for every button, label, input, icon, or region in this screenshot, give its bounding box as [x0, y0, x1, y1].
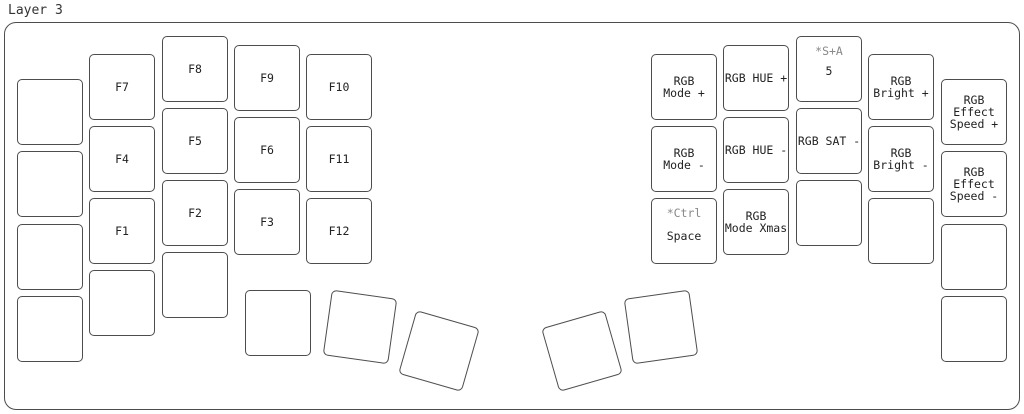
key-rgb-effect-speed-plus-label: RGB Effect Speed +	[949, 93, 999, 131]
key-rgb-effect-speed-minus[interactable]: RGB Effect Speed -	[941, 151, 1007, 217]
key-f2-label: F2	[188, 206, 202, 220]
key-right-thumb-2[interactable]	[623, 289, 699, 365]
key-f3-label: F3	[260, 215, 274, 229]
key-rgb-mode-minus-label: RGB Mode -	[663, 146, 705, 172]
key-rgb-hue-plus[interactable]: RGB HUE +	[723, 45, 789, 111]
key-shift-alt-5-tap-label: 5	[825, 64, 833, 78]
key-f4[interactable]: F4	[89, 126, 155, 192]
key-f12-label: F12	[328, 224, 350, 238]
key-rgb-mode-minus[interactable]: RGB Mode -	[651, 126, 717, 192]
key-f6[interactable]: F6	[234, 117, 300, 183]
key-left-outer-4[interactable]	[17, 296, 83, 362]
key-rgb-bright-minus[interactable]: RGB Bright -	[868, 126, 934, 192]
key-f7[interactable]: F7	[89, 54, 155, 120]
key-rgb-mode-xmas-label: RGB Mode Xmas	[724, 209, 788, 235]
key-left-outer-2[interactable]	[17, 151, 83, 217]
key-ctrl-space[interactable]: *Ctrl Space	[651, 198, 717, 264]
key-rgb-effect-speed-plus[interactable]: RGB Effect Speed +	[941, 79, 1007, 145]
key-shift-alt-5[interactable]: *S+A 5	[796, 36, 862, 102]
key-shift-alt-5-hold-label: *S+A	[815, 44, 843, 58]
key-f1[interactable]: F1	[89, 198, 155, 264]
key-rgb-mode-plus[interactable]: RGB Mode +	[651, 54, 717, 120]
key-f11-label: F11	[328, 152, 350, 166]
key-f2[interactable]: F2	[162, 180, 228, 246]
key-left-thumb-1[interactable]	[245, 290, 311, 356]
key-f4-label: F4	[115, 152, 129, 166]
key-left-ring-bottom[interactable]	[162, 252, 228, 318]
key-rgb-bright-plus[interactable]: RGB Bright +	[868, 54, 934, 120]
key-right-outer-3[interactable]	[941, 224, 1007, 290]
key-left-thumb-2[interactable]	[322, 289, 398, 365]
key-rgb-sat-minus[interactable]: RGB SAT -	[796, 108, 862, 174]
key-f5-label: F5	[188, 134, 202, 148]
keyboard-outline	[4, 22, 1020, 410]
key-rgb-effect-speed-minus-label: RGB Effect Speed -	[949, 165, 999, 203]
key-f3[interactable]: F3	[234, 189, 300, 255]
key-f10-label: F10	[328, 80, 350, 94]
key-f9-label: F9	[260, 71, 274, 85]
key-f1-label: F1	[115, 224, 129, 238]
key-left-pinky-bottom[interactable]	[89, 270, 155, 336]
key-f12[interactable]: F12	[306, 198, 372, 264]
key-right-ring-bottom[interactable]	[796, 180, 862, 246]
key-rgb-bright-minus-label: RGB Bright -	[873, 146, 929, 172]
key-rgb-hue-plus-label: RGB HUE +	[724, 71, 788, 85]
key-f11[interactable]: F11	[306, 126, 372, 192]
key-left-outer-3[interactable]	[17, 224, 83, 290]
key-rgb-bright-plus-label: RGB Bright +	[873, 74, 929, 100]
key-rgb-mode-xmas[interactable]: RGB Mode Xmas	[723, 189, 789, 255]
key-f5[interactable]: F5	[162, 108, 228, 174]
key-f10[interactable]: F10	[306, 54, 372, 120]
key-left-outer-1[interactable]	[17, 79, 83, 145]
key-f6-label: F6	[260, 143, 274, 157]
key-ctrl-space-hold-label: *Ctrl	[666, 206, 702, 220]
key-f8-label: F8	[188, 62, 202, 76]
layer-title: Layer 3	[8, 3, 63, 18]
key-ctrl-space-tap-label: Space	[666, 229, 702, 243]
key-rgb-hue-minus[interactable]: RGB HUE -	[723, 117, 789, 183]
key-rgb-mode-plus-label: RGB Mode +	[663, 74, 705, 100]
key-f8[interactable]: F8	[162, 36, 228, 102]
key-rgb-sat-minus-label: RGB SAT -	[797, 134, 861, 148]
key-right-pinky-bottom[interactable]	[868, 198, 934, 264]
key-rgb-hue-minus-label: RGB HUE -	[724, 143, 788, 157]
key-right-outer-4[interactable]	[941, 296, 1007, 362]
key-f9[interactable]: F9	[234, 45, 300, 111]
key-f7-label: F7	[115, 80, 129, 94]
